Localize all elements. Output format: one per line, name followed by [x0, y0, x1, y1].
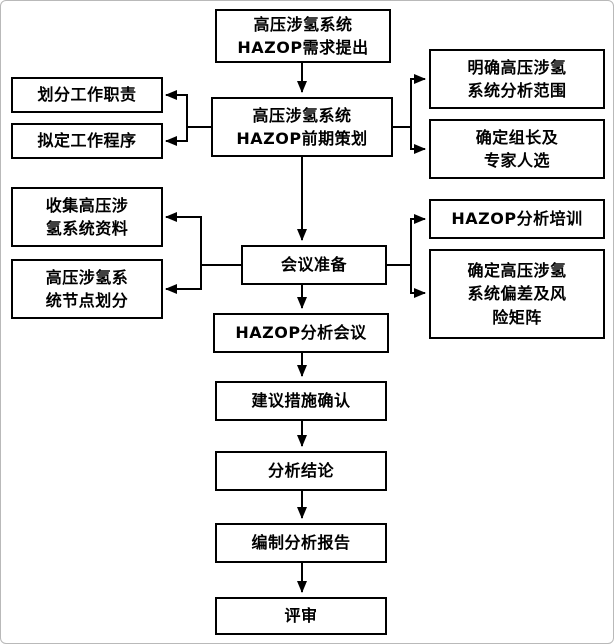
node-hazop-planning: 高压涉氢系统 HAZOP前期策划 — [211, 97, 393, 157]
node-deviation-matrix: 确定高压涉氢 系统偏差及风 险矩阵 — [429, 249, 605, 339]
node-collect-data: 收集高压涉 氢系统资料 — [11, 187, 163, 247]
node-report: 编制分析报告 — [215, 523, 387, 563]
node-work-procedures: 拟定工作程序 — [11, 123, 163, 159]
node-node-division: 高压涉氢系 统节点划分 — [11, 259, 163, 319]
node-analysis-scope: 明确高压涉氢 系统分析范围 — [429, 49, 605, 109]
node-hazop-requirement: 高压涉氢系统 HAZOP需求提出 — [215, 9, 391, 63]
node-meeting-prep: 会议准备 — [241, 245, 387, 285]
node-review: 评审 — [215, 597, 387, 635]
node-leader-experts: 确定组长及 专家人选 — [429, 119, 605, 179]
node-analysis-meeting: HAZOP分析会议 — [213, 313, 389, 353]
node-conclusion: 分析结论 — [215, 451, 387, 491]
node-measures-confirm: 建议措施确认 — [215, 381, 387, 421]
node-work-duties: 划分工作职责 — [11, 77, 163, 113]
node-hazop-training: HAZOP分析培训 — [429, 199, 605, 239]
